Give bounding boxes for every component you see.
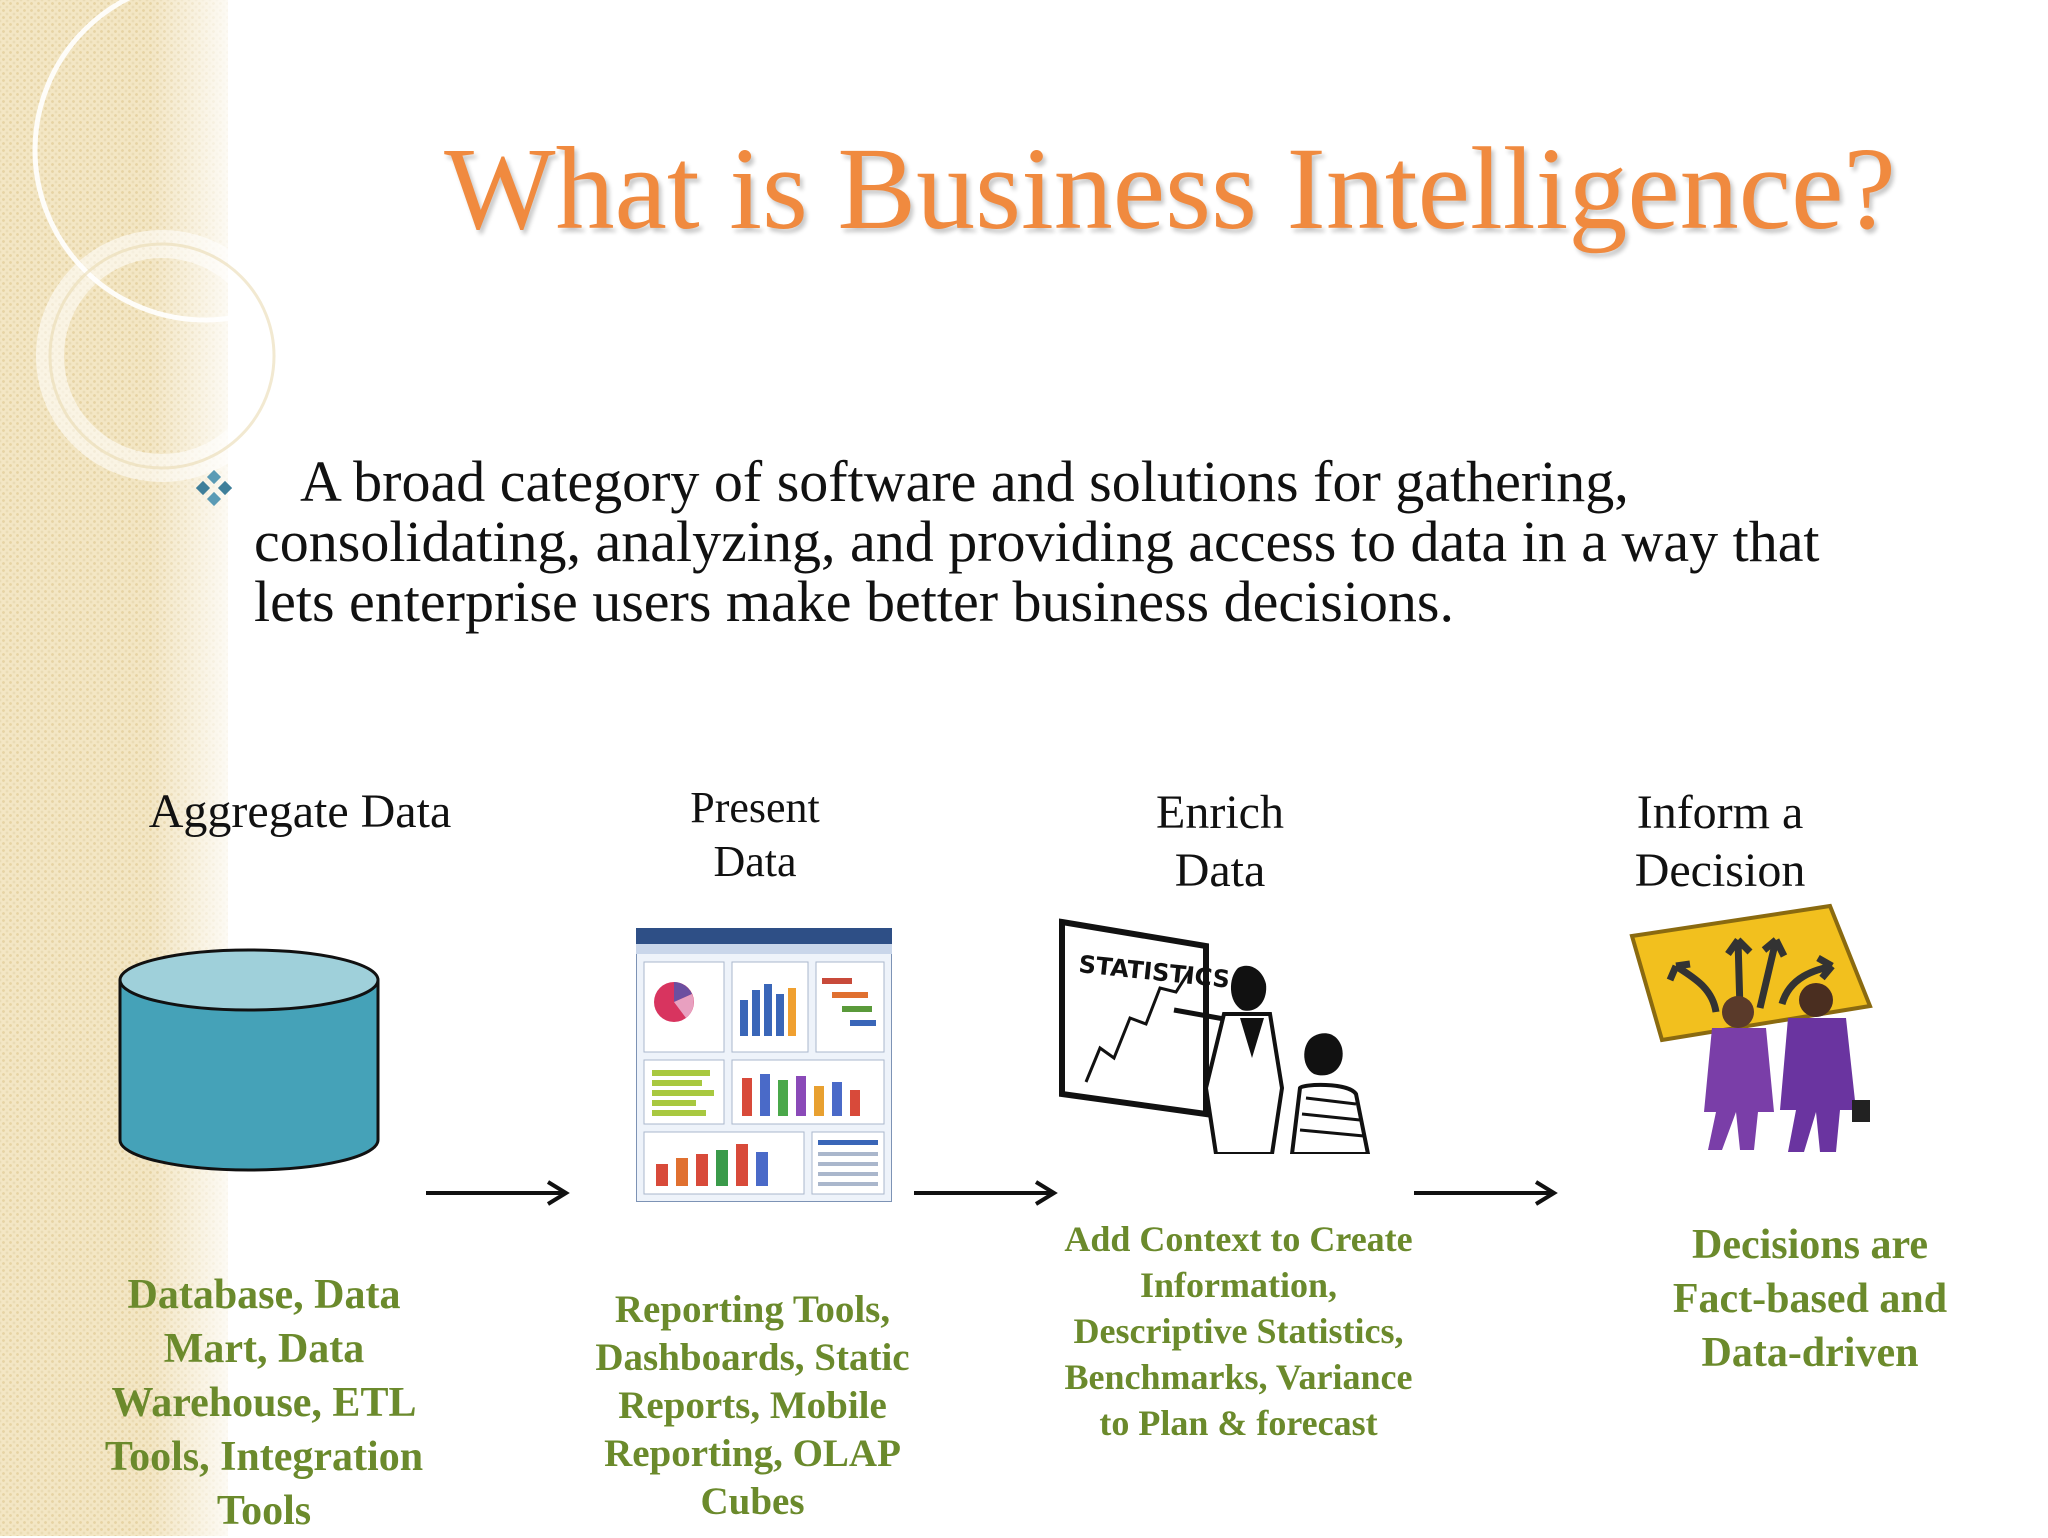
flow-arrow-1 xyxy=(426,1180,570,1206)
step-label-enrich: Enrich Data xyxy=(1156,786,1284,897)
dashboard-screenshot-icon xyxy=(636,928,892,1202)
step-label-inform: Inform a Decision xyxy=(1634,786,1806,897)
step-label-aggregate: Aggregate Data xyxy=(148,785,452,838)
slide-title: What is Business Intelligence? xyxy=(444,123,1896,254)
flow-arrow-2 xyxy=(914,1180,1058,1206)
flow-arrow-3 xyxy=(1414,1180,1558,1206)
statistics-presentation-icon: STATISTICS xyxy=(1059,918,1371,1154)
diamond-bullet-icon xyxy=(196,470,232,506)
step-desc-enrich: Add Context to Create Information, Descr… xyxy=(1064,1219,1413,1443)
step-desc-inform: Decisions are Fact-based and Data-driven xyxy=(1672,1222,1948,1376)
database-cylinder-icon xyxy=(118,948,380,1172)
step-label-present: Present Data xyxy=(690,783,820,886)
step-desc-aggregate: Database, Data Mart, Data Warehouse, ETL… xyxy=(104,1272,424,1534)
bullet-text: A broad category of software and solutio… xyxy=(254,449,1820,634)
decorative-rings xyxy=(32,0,378,482)
step-desc-present: Reporting Tools, Dashboards, Static Repo… xyxy=(595,1288,910,1523)
crossroads-sign-icon xyxy=(1620,900,1882,1158)
